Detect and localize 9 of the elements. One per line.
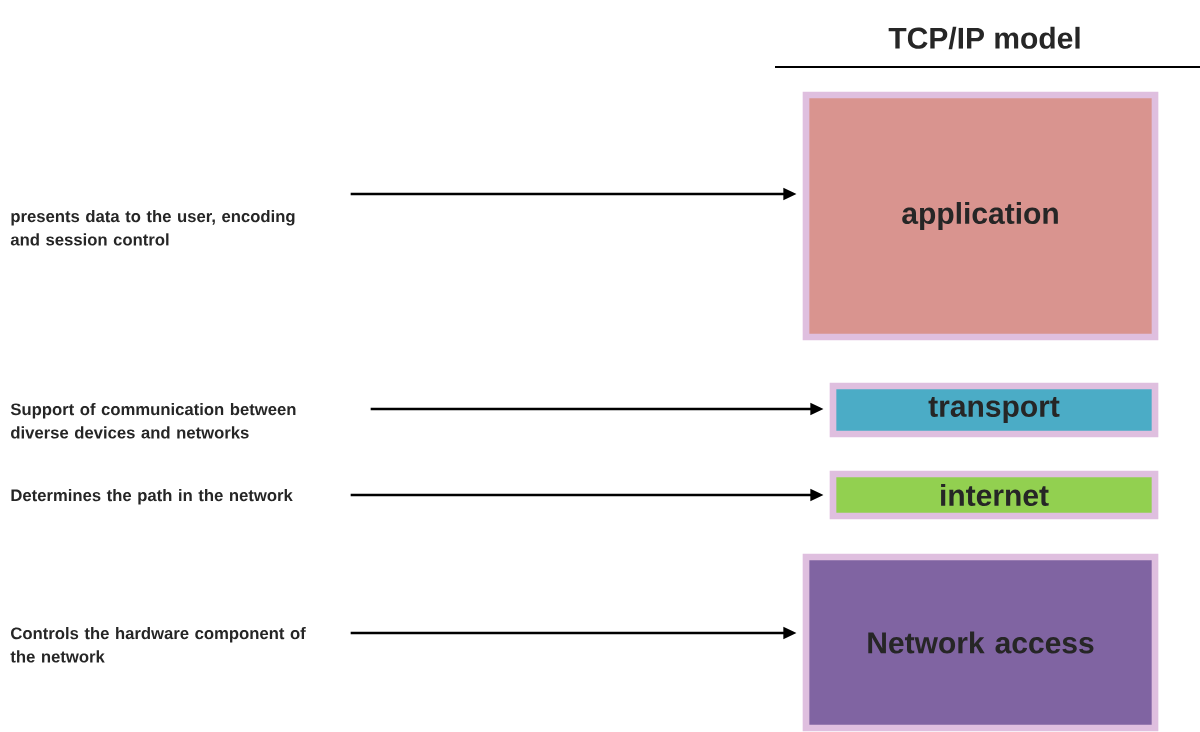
description-text: presents data to the user, encoding and session control [10, 209, 295, 246]
layer-box: transport [829, 382, 1159, 438]
description-text: Support of communication between diverse devices and networks [10, 402, 296, 439]
title: TCP/IP model [888, 26, 1080, 50]
layer-box: Network access [802, 553, 1159, 732]
description-text: Controls the hardware component of the network [10, 626, 306, 663]
layer-box: internet [829, 470, 1159, 520]
layer-box: application [802, 91, 1159, 341]
description-text: Determines the path in the network [11, 488, 293, 505]
